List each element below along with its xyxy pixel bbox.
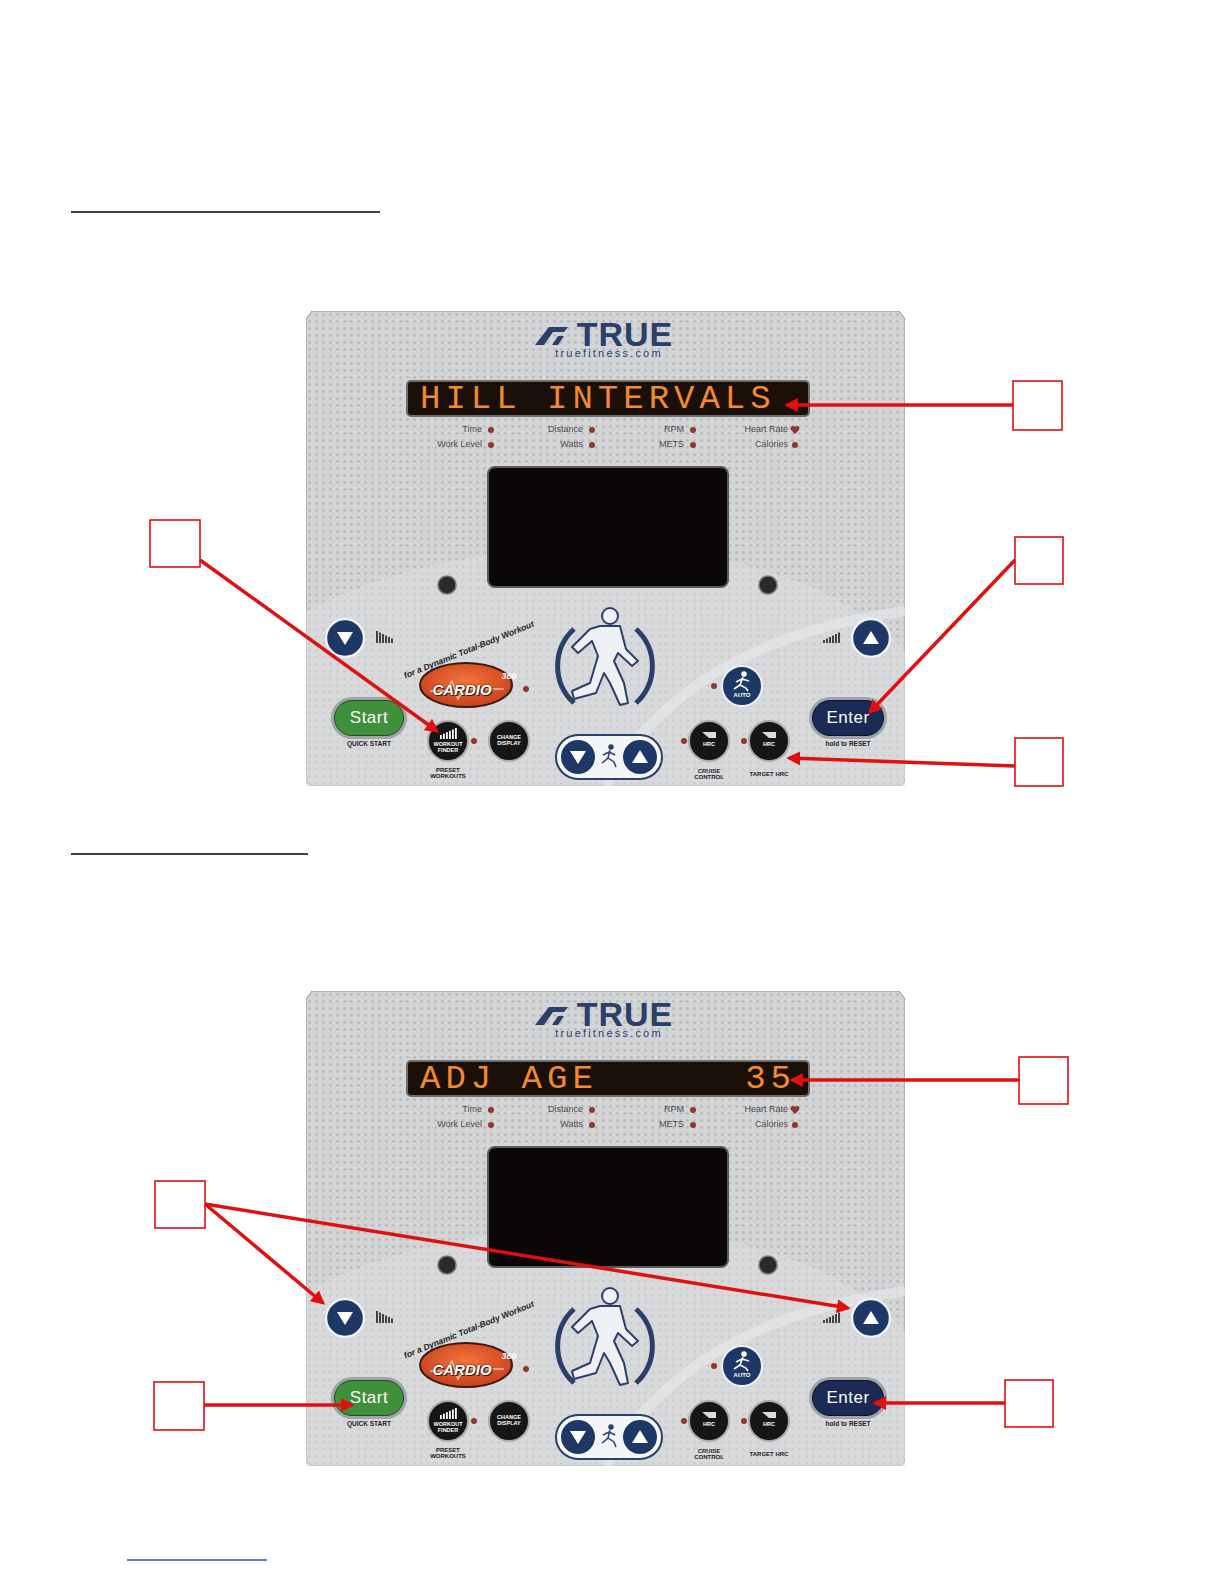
button-text: Start: [350, 708, 388, 728]
button-caption: CRUISE CONTROL: [687, 768, 731, 781]
console-panel: TRUEtruefitness.comHILL INTERVALSStartEn…: [306, 311, 905, 786]
button-text: CHANGE DISPLAY: [493, 735, 525, 747]
leader-arrow: [205, 1204, 848, 1308]
button-text: HRC: [763, 742, 775, 748]
button-text: HRC: [763, 1422, 775, 1428]
button-caption: TARGET HRC: [747, 1451, 791, 1457]
indicator-label: METS: [659, 1120, 684, 1129]
indicator-label: Distance: [548, 425, 583, 434]
website-text: truefitness.com: [555, 348, 663, 360]
button-text: HRC: [703, 742, 715, 748]
indicator-label: Heart Rate: [744, 1105, 788, 1114]
indicator-label: Calories: [755, 440, 788, 449]
button-caption: hold to RESET: [825, 741, 870, 748]
button-text: Enter: [826, 708, 869, 728]
leader-arrow: [205, 1204, 323, 1303]
indicator-label: Work Level: [437, 1120, 482, 1129]
indicator-label: Watts: [560, 440, 583, 449]
leader-arrow: [875, 1401, 1005, 1405]
button-text: CHANGE DISPLAY: [493, 1415, 525, 1427]
button-text: Start: [350, 1388, 388, 1408]
indicator-label: Watts: [560, 1120, 583, 1129]
website-text: truefitness.com: [555, 1028, 663, 1040]
leader-arrow: [787, 403, 1013, 407]
brand-logo-text: 360: [501, 672, 516, 681]
leader-arrow: [204, 1403, 352, 1407]
button-caption: CRUISE CONTROL: [687, 1448, 731, 1461]
button-text: WORKOUT FINDER: [433, 1422, 463, 1434]
display-text: ADJ AGE: [420, 1062, 598, 1096]
enter-button: Enter: [812, 1380, 884, 1416]
brand-logo-text: CARDIO: [432, 1362, 491, 1378]
leader-arrow: [200, 560, 437, 731]
link-underline: [127, 1559, 267, 1561]
indicator-label: Heart Rate: [744, 425, 788, 434]
button-caption: QUICK START: [347, 1421, 391, 1428]
display-window: ADJ AGE 35: [406, 1060, 810, 1097]
brand-logo-text: CARDIO: [432, 682, 491, 698]
indicator-label: Time: [462, 1105, 482, 1114]
enter-button: Enter: [812, 700, 884, 736]
button-text: WORKOUT FINDER: [433, 742, 463, 754]
display-text: 35: [745, 1062, 796, 1096]
button-text: Enter: [826, 1388, 869, 1408]
button-caption: QUICK START: [347, 741, 391, 748]
display-window: HILL INTERVALS: [406, 380, 810, 417]
button-text: HRC: [703, 1422, 715, 1428]
heading-underline: [71, 211, 380, 213]
indicator-label: Calories: [755, 1120, 788, 1129]
console-panel: TRUEtruefitness.comADJ AGE35StartEnterTi…: [306, 991, 905, 1466]
indicator-label: Time: [462, 425, 482, 434]
leader-arrow: [792, 1078, 1019, 1082]
button-text: AUTO: [734, 692, 751, 698]
button-caption: hold to RESET: [825, 1421, 870, 1428]
heading-underline: [71, 853, 308, 855]
indicator-label: RPM: [664, 1105, 684, 1114]
display-text: HILL INTERVALS: [420, 382, 776, 416]
button-text: AUTO: [734, 1372, 751, 1378]
start-button: Start: [334, 1380, 404, 1416]
leader-arrow: [789, 758, 1015, 766]
button-caption: PRESET WORKOUTS: [426, 767, 470, 780]
indicator-label: RPM: [664, 425, 684, 434]
indicator-label: METS: [659, 440, 684, 449]
start-button: Start: [334, 700, 404, 736]
indicator-label: Distance: [548, 1105, 583, 1114]
button-caption: PRESET WORKOUTS: [426, 1447, 470, 1460]
button-caption: TARGET HRC: [747, 771, 791, 777]
leader-arrow: [870, 560, 1015, 712]
indicator-label: Work Level: [437, 440, 482, 449]
brand-logo-text: 360: [501, 1352, 516, 1361]
